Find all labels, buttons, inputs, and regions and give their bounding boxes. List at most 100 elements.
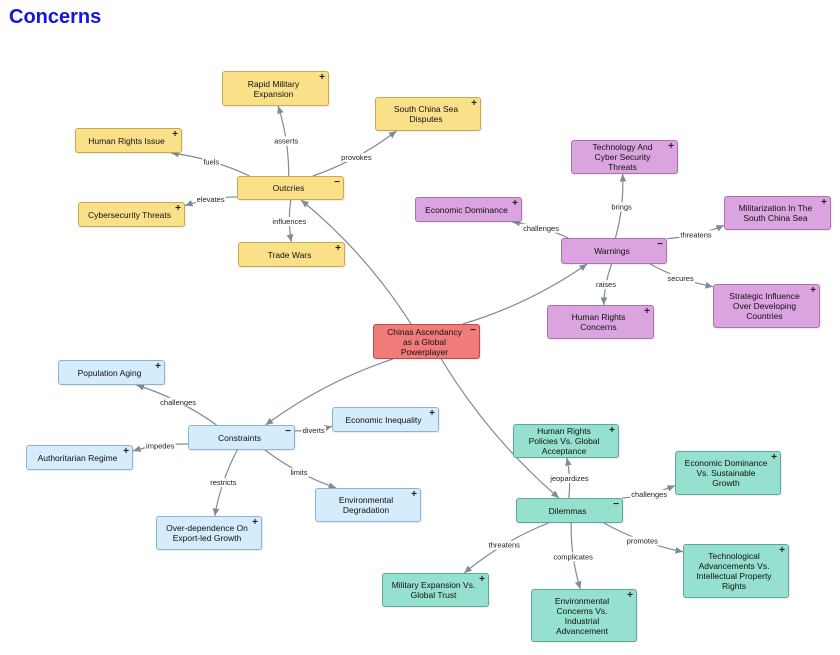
node-label: South China Sea Disputes (393, 104, 459, 124)
edge-label-bg (625, 536, 660, 546)
edge-label: asserts (274, 137, 298, 146)
node-dilemmas[interactable]: Dilemmas− (516, 498, 623, 523)
edge-label-bg (594, 280, 618, 290)
expand-toggle-icon[interactable]: + (771, 452, 777, 463)
expand-toggle-icon[interactable]: + (512, 198, 518, 209)
edge-label: challenges (160, 398, 196, 407)
node-warnings[interactable]: Warnings − (561, 238, 667, 264)
node-constraints[interactable]: Constraints − (188, 425, 295, 450)
expand-toggle-icon[interactable]: + (335, 243, 341, 254)
expand-toggle-icon[interactable]: + (779, 545, 785, 556)
expand-toggle-icon[interactable]: + (471, 98, 477, 109)
node-label: Over-dependence On Export-led Growth (166, 523, 248, 543)
node-human-rights-concerns[interactable]: Human Rights Concerns + (547, 305, 654, 339)
edge-label: secures (667, 274, 694, 283)
node-label: Economic Dominance (425, 204, 508, 215)
collapse-toggle-icon[interactable]: − (657, 239, 663, 250)
node-label: Chinas Ascendancy as a Global Powerplaye… (387, 326, 462, 357)
edge-label: threatens (489, 541, 521, 550)
edge-label-bg (552, 552, 595, 562)
expand-toggle-icon[interactable]: + (668, 141, 674, 152)
collapse-toggle-icon[interactable]: − (285, 426, 291, 437)
node-label: Environmental Degradation (338, 495, 394, 515)
node-label: Constraints (218, 432, 261, 443)
node-population-aging[interactable]: Population Aging+ (58, 360, 165, 385)
edge-label-bg (209, 478, 238, 488)
edge-center-dilemmas (440, 358, 560, 499)
collapse-toggle-icon[interactable]: − (613, 499, 619, 510)
node-central-topic[interactable]: Chinas Ascendancy as a Global Powerplaye… (373, 324, 480, 359)
edge-label: diverts (303, 426, 325, 435)
node-label: Technological Advancements Vs. Intellect… (696, 551, 772, 591)
node-military-expansion-global-trust[interactable]: Military Expansion Vs. Global Trust+ (382, 573, 489, 607)
node-militarization-south-china-sea[interactable]: Militarization In The South China Sea + (724, 196, 831, 230)
edge-label: raises (596, 280, 616, 289)
expand-toggle-icon[interactable]: + (609, 425, 615, 436)
edge-label-bg (630, 489, 669, 499)
expand-toggle-icon[interactable]: + (644, 306, 650, 317)
node-label: Military Expansion Vs. Global Trust (391, 580, 476, 600)
node-label: Economic Inequality (345, 414, 422, 425)
node-label: Economic Dominance Vs. Sustainable Growt… (684, 458, 768, 488)
node-economic-dominance[interactable]: Economic Dominance + (415, 197, 522, 222)
node-label: Warnings (594, 246, 630, 256)
collapse-toggle-icon[interactable]: − (470, 325, 476, 336)
node-trade-wars[interactable]: Trade Wars+ (238, 242, 345, 267)
edge-label-bg (679, 230, 713, 240)
edge-label-bg (273, 136, 300, 146)
node-environmental-concerns-industrial-advancement[interactable]: Environmental Concerns Vs. Industrial Ad… (531, 589, 637, 642)
node-human-rights-policies[interactable]: Human Rights Policies Vs. Global Accepta… (513, 424, 619, 458)
expand-toggle-icon[interactable]: + (810, 285, 816, 296)
expand-toggle-icon[interactable]: + (821, 197, 827, 208)
node-cybersecurity-threats[interactable]: Cybersecurity Threats + (78, 202, 185, 227)
collapse-toggle-icon[interactable]: − (334, 177, 340, 188)
expand-toggle-icon[interactable]: + (175, 203, 181, 214)
node-strategic-influence[interactable]: Strategic Influence Over Developing Coun… (713, 284, 820, 328)
expand-toggle-icon[interactable]: + (479, 574, 485, 585)
expand-toggle-icon[interactable]: + (155, 361, 161, 372)
edge-label-bg (487, 540, 522, 550)
expand-toggle-icon[interactable]: + (252, 517, 258, 528)
node-label: Human Rights Policies Vs. Global Accepta… (528, 426, 600, 456)
edge-center-outcries (300, 199, 412, 325)
edge-center-constraints (265, 358, 393, 426)
edge-label: challenges (631, 490, 667, 499)
node-south-china-sea-disputes[interactable]: South China Sea Disputes + (375, 97, 481, 131)
node-technology-cyber-security-threats[interactable]: Technology And Cyber Security Threats+ (571, 140, 678, 174)
page-title: Concerns (9, 6, 102, 28)
edge-label-bg (340, 152, 373, 162)
node-outcries[interactable]: Outcries− (237, 176, 344, 200)
node-export-led-growth[interactable]: Over-dependence On Export-led Growth + (156, 516, 262, 550)
edge-label: jeopardizes (549, 474, 589, 483)
edge-label: elevates (197, 195, 225, 204)
edge-label: promotes (627, 537, 659, 546)
node-label: Militarization In The South China Sea (738, 203, 813, 223)
node-rapid-military-expansion[interactable]: Rapid Military Expansion+ (222, 71, 329, 106)
node-label: Cybersecurity Threats (88, 209, 171, 220)
expand-toggle-icon[interactable]: + (411, 489, 417, 500)
node-technological-advancements-ip-rights[interactable]: Technological Advancements Vs. Intellect… (683, 544, 789, 598)
node-economic-dominance-sustainable-growth[interactable]: Economic Dominance Vs. Sustainable Growt… (675, 451, 781, 495)
edge-label-bg (522, 223, 561, 233)
node-environmental-degradation[interactable]: Environmental Degradation + (315, 488, 421, 522)
expand-toggle-icon[interactable]: + (172, 129, 178, 140)
edge-label: provokes (341, 153, 372, 162)
node-label: Environmental Concerns Vs. Industrial Ad… (554, 595, 610, 636)
node-authoritarian-regime[interactable]: Authoritarian Regime+ (26, 445, 133, 470)
expand-toggle-icon[interactable]: + (123, 446, 129, 457)
edge-label: restricts (210, 478, 237, 487)
edge-label: impedes (146, 441, 175, 450)
node-label: Human Rights Issue (88, 135, 165, 146)
edge-label-bg (202, 157, 221, 167)
edge-label-bg (271, 217, 308, 227)
edge-label: influences (272, 217, 306, 226)
node-label: Human Rights Concerns (571, 312, 626, 332)
expand-toggle-icon[interactable]: + (429, 408, 435, 419)
expand-toggle-icon[interactable]: + (319, 72, 325, 83)
expand-toggle-icon[interactable]: + (627, 590, 633, 601)
edge-label-bg (610, 202, 634, 212)
node-economic-inequality[interactable]: Economic Inequality + (332, 407, 439, 432)
node-human-rights-issue[interactable]: Human Rights Issue + (75, 128, 182, 153)
edge-label: complicates (553, 552, 593, 561)
